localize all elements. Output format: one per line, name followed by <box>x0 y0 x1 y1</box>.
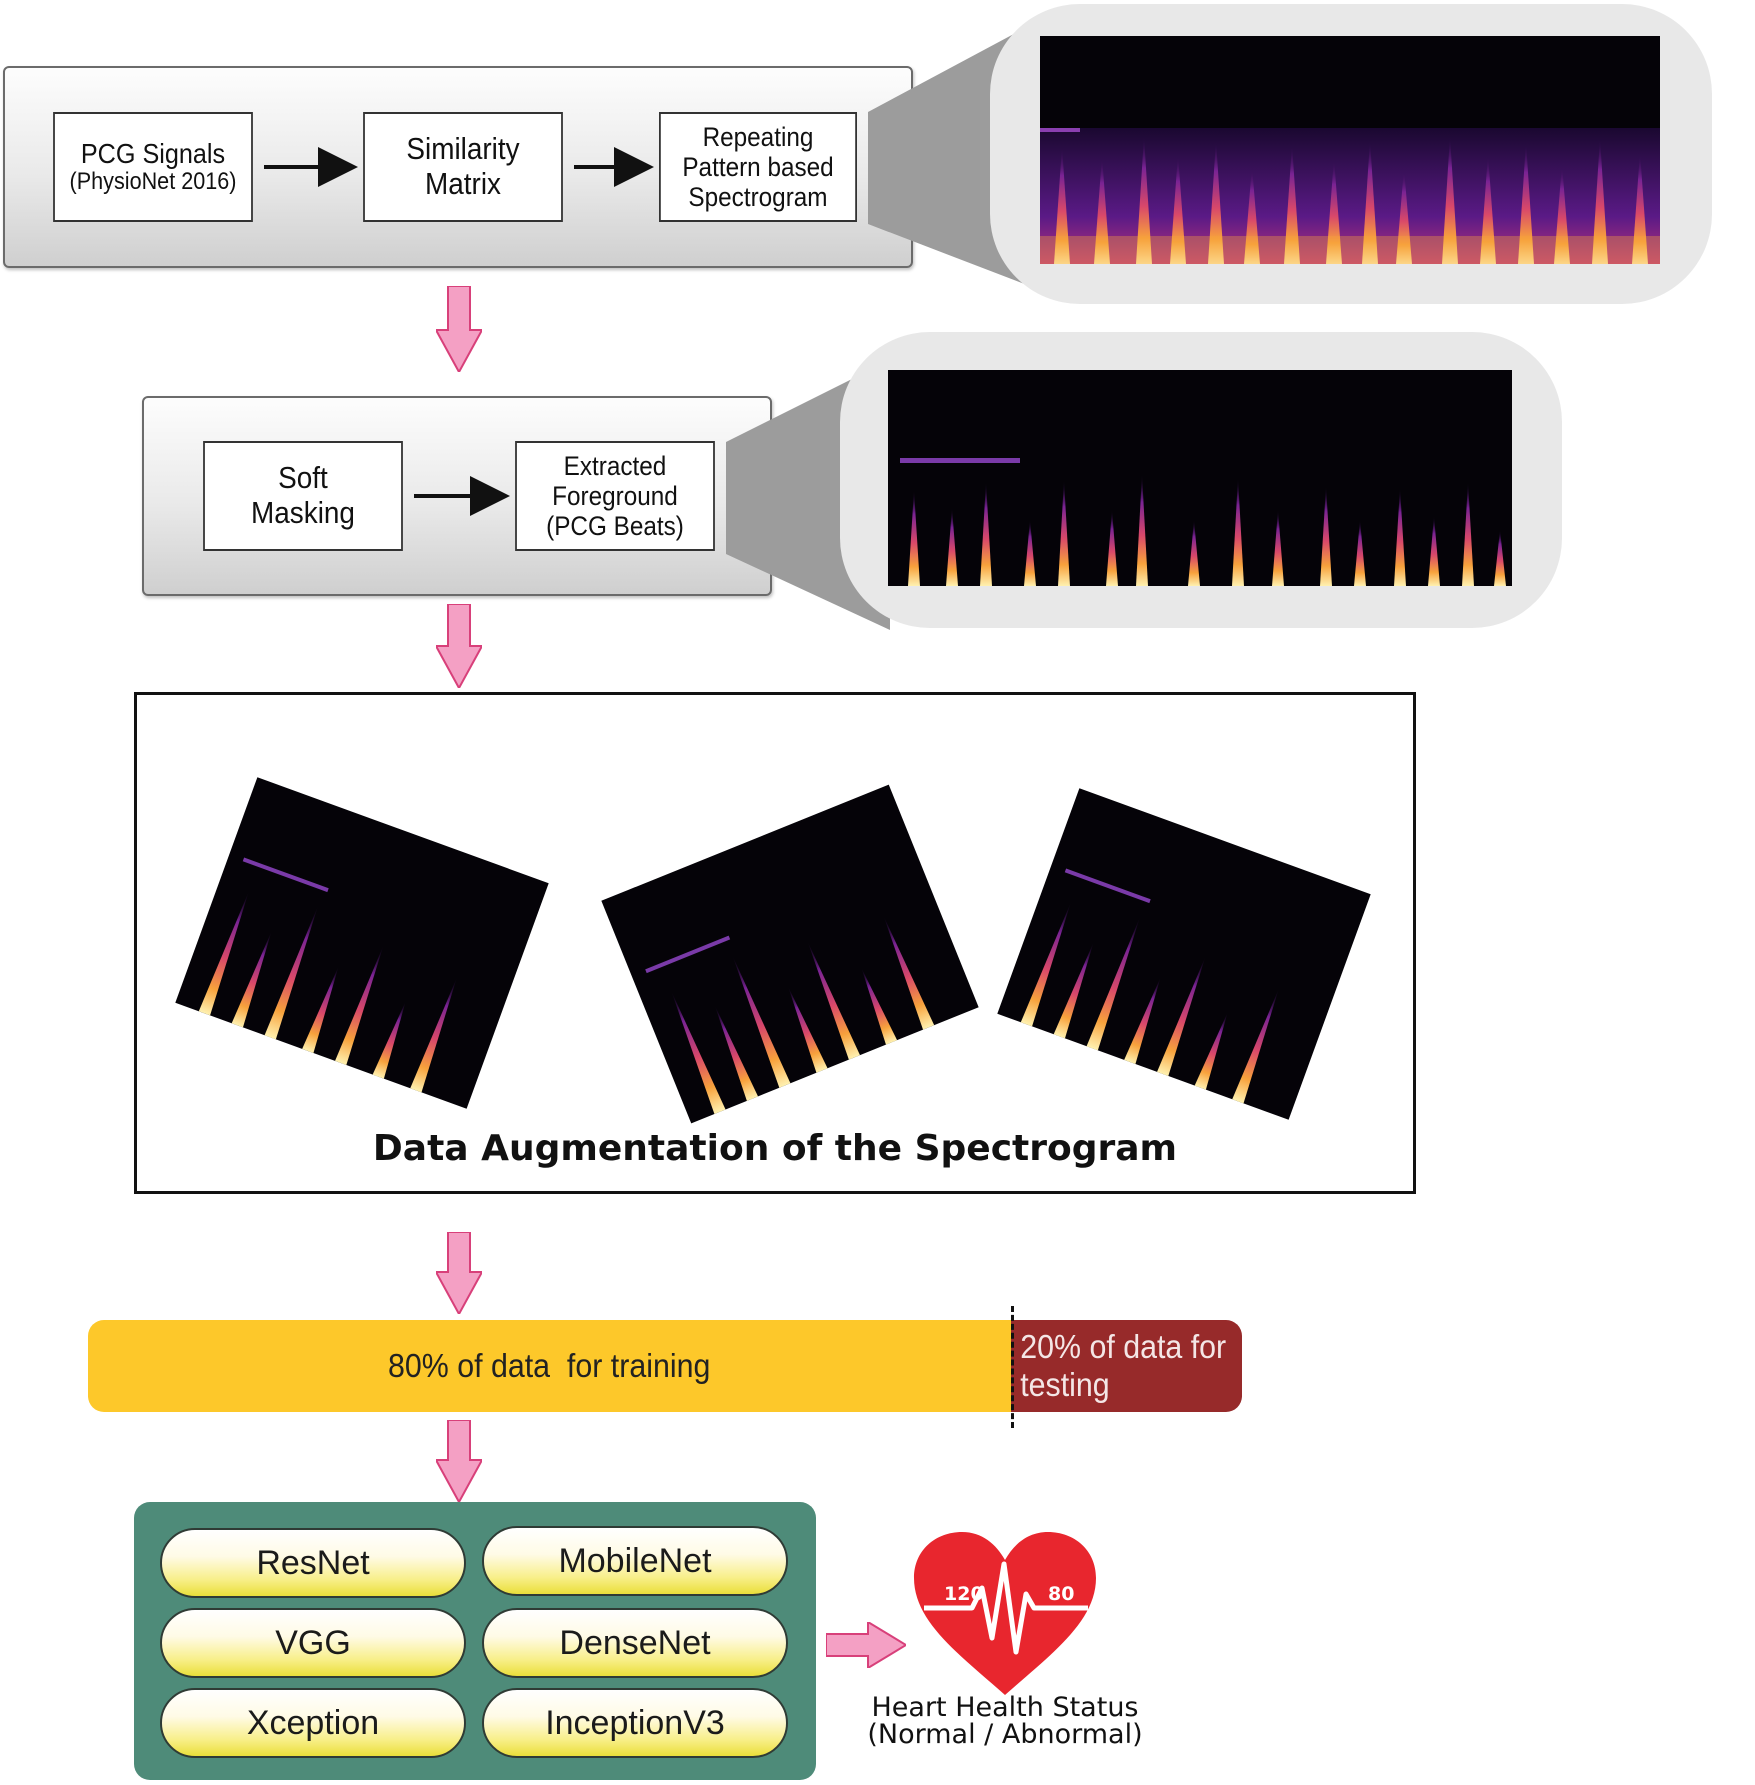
model-resnet: ResNet <box>160 1528 466 1598</box>
soft-masking-node: Soft Masking <box>203 441 403 551</box>
model-xception: Xception <box>160 1688 466 1758</box>
model-resnet-label: ResNet <box>256 1543 370 1582</box>
repeating-spectrogram-image <box>1040 36 1660 264</box>
testing-segment: 20% of data for testing <box>1011 1320 1242 1412</box>
flow-arrow-3 <box>436 1232 482 1314</box>
split-divider <box>1011 1306 1014 1428</box>
pcg-signals-node: PCG Signals (PhysioNet 2016) <box>53 112 253 222</box>
heart-health-status-line2: (Normal / Abnormal) <box>867 1719 1143 1750</box>
augmented-spectrogram-rotated-left-2 <box>997 788 1371 1120</box>
model-mobilenet-label: MobileNet <box>558 1541 712 1580</box>
heart-bp-right: 80 <box>1048 1583 1074 1605</box>
extracted-foreground-node: Extracted Foreground (PCG Beats) <box>515 441 715 551</box>
model-inceptionv3: InceptionV3 <box>482 1688 788 1758</box>
soft-masking-line1: Soft <box>278 460 328 496</box>
heart-health-status-line1: Heart Health Status <box>871 1692 1139 1723</box>
augmented-spectrogram-rotated-right <box>601 784 979 1124</box>
flow-arrow-2 <box>436 604 482 688</box>
extracted-foreground-line3: (PCG Beats) <box>546 511 684 542</box>
repeating-spectrogram-line3: Spectrogram <box>688 182 828 213</box>
similarity-matrix-label: Similarity Matrix <box>406 131 520 201</box>
augmented-spectrograms <box>175 777 1371 1124</box>
flow-arrow-to-output <box>826 1622 906 1668</box>
flow-arrow-1 <box>436 286 482 372</box>
flow-arrow-4 <box>436 1420 482 1502</box>
repeating-spectrogram-svg <box>1040 128 1660 264</box>
ecg-line-icon <box>924 1561 1088 1655</box>
repeating-spectrogram-line2: Pattern based <box>682 151 834 182</box>
heart-bp-left: 120 <box>944 1583 984 1605</box>
heart-health-status-label: Heart Health Status (Normal / Abnormal) <box>860 1694 1150 1748</box>
heart-icon: 120 80 <box>914 1532 1096 1695</box>
repeating-spectrogram-line1: Repeating <box>702 121 814 152</box>
repeating-spectrogram-node: Repeating Pattern based Spectrogram <box>659 112 857 222</box>
model-mobilenet: MobileNet <box>482 1526 788 1596</box>
soft-masking-line2: Masking <box>251 495 355 530</box>
extracted-foreground-line2: Foreground <box>552 480 678 511</box>
similarity-matrix-node: Similarity Matrix <box>363 112 563 222</box>
augmented-spectrogram-rotated-left <box>175 777 549 1109</box>
pcg-signals-title: PCG Signals <box>80 137 226 169</box>
model-xception-label: Xception <box>246 1703 380 1742</box>
model-vgg-label: VGG <box>275 1623 351 1662</box>
model-inceptionv3-label: InceptionV3 <box>545 1703 725 1742</box>
model-densenet: DenseNet <box>482 1608 788 1678</box>
model-vgg: VGG <box>160 1608 466 1678</box>
extracted-foreground-image <box>888 370 1512 586</box>
extracted-foreground-line1: Extracted <box>563 450 667 481</box>
extracted-foreground-svg <box>900 458 1506 586</box>
training-label: 80% of data for training <box>388 1347 711 1384</box>
model-densenet-label: DenseNet <box>559 1623 711 1662</box>
testing-label: 20% of data for testing <box>1020 1328 1227 1403</box>
pcg-signals-source: (PhysioNet 2016) <box>69 168 237 196</box>
train-test-split-bar: 80% of data for training 20% of data for… <box>88 1320 1242 1412</box>
training-segment: 80% of data for training <box>88 1320 1011 1412</box>
data-augmentation-title: Data Augmentation of the Spectrogram <box>372 1128 1178 1169</box>
